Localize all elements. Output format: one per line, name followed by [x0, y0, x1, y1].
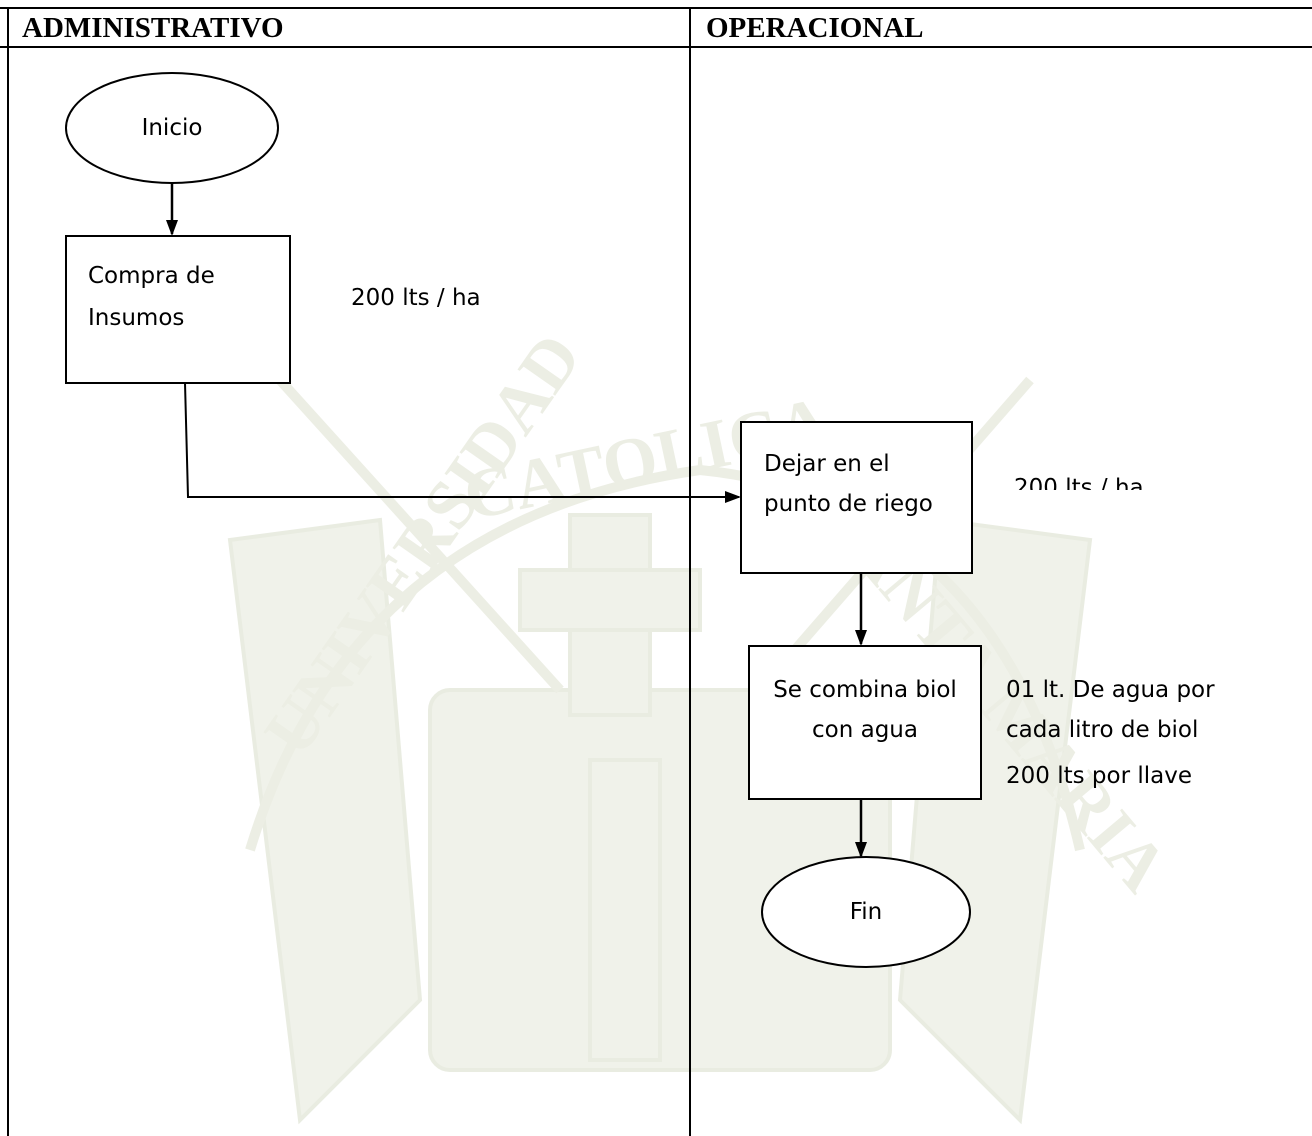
process-combina-note-line2: cada litro de biol [1006, 717, 1199, 743]
process-compra-shape [65, 235, 291, 384]
lane-title-operacional: OPERACIONAL [706, 12, 924, 44]
process-compra-label-line1: Compra de [88, 263, 215, 289]
process-combina-note-line1: 01 lt. De agua por [1006, 677, 1215, 703]
process-compra-label-line2: Insumos [88, 305, 185, 331]
lane-title-administrativo: ADMINISTRATIVO [22, 12, 284, 44]
end-node-label: Fin [849, 899, 883, 925]
process-dejar-note-clip: 200 lts / ha [1014, 462, 1214, 490]
process-dejar-label-line2: punto de riego [764, 491, 933, 517]
connector-compra-to-dejar [184, 382, 741, 503]
process-combina-label-line2: con agua [812, 717, 918, 743]
end-node-shape [761, 856, 971, 968]
process-combina-shape [748, 645, 982, 800]
process-dejar-shape [740, 421, 973, 574]
start-node-label: Inicio [141, 115, 203, 141]
process-combina-label-line1: Se combina biol [773, 677, 957, 703]
process-dejar-note: 200 lts / ha [1014, 475, 1144, 490]
process-compra-note: 200 lts / ha [351, 285, 481, 311]
process-dejar-label-line1: Dejar en el [764, 451, 890, 477]
process-combina-note-line3: 200 lts por llave [1006, 763, 1192, 789]
